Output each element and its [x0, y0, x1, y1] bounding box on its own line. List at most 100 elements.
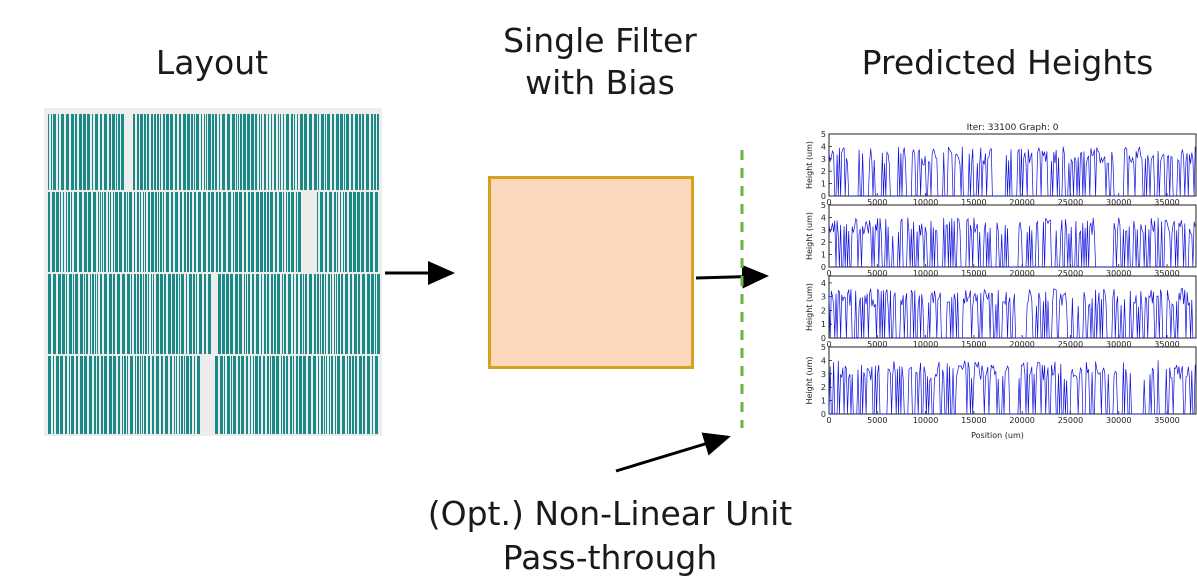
- layout-stripe: [353, 192, 356, 272]
- y-tick-label: 3: [821, 370, 826, 379]
- y-tick-label: 4: [821, 356, 826, 365]
- layout-stripe: [321, 356, 323, 434]
- layout-stripe: [193, 274, 195, 354]
- layout-stripe: [358, 274, 360, 354]
- layout-stripe: [164, 274, 166, 354]
- layout-stripe: [322, 274, 324, 354]
- layout-stripe: [263, 356, 265, 434]
- layout-stripe: [259, 356, 261, 434]
- layout-stripe: [361, 192, 364, 272]
- layout-stripe: [355, 114, 358, 190]
- layout-stripe: [291, 192, 294, 272]
- layout-stripe: [256, 274, 259, 354]
- layout-stripe: [112, 114, 115, 190]
- layout-stripe: [145, 192, 146, 272]
- layout-stripe: [176, 274, 178, 354]
- layout-stripe: [204, 274, 206, 354]
- layout-stripe: [124, 192, 126, 272]
- layout-stripe: [241, 356, 244, 434]
- layout-stripe: [350, 274, 352, 354]
- layout-stripe: [51, 114, 52, 190]
- layout-stripe: [165, 356, 168, 434]
- layout-stripe: [283, 356, 285, 434]
- layout-stripe: [290, 356, 292, 434]
- layout-stripe: [296, 356, 298, 434]
- layout-stripe: [283, 114, 284, 190]
- layout-stripe: [124, 356, 126, 434]
- layout-stripe: [367, 356, 370, 434]
- layout-stripe: [377, 274, 380, 354]
- height-series-line: [828, 360, 1196, 415]
- layout-stripe: [122, 356, 123, 434]
- layout-stripe: [299, 356, 302, 434]
- layout-stripe: [208, 192, 210, 272]
- y-tick-label: 1: [821, 397, 826, 406]
- x-axis-label: Position (um): [971, 431, 1024, 440]
- layout-stripe: [305, 274, 307, 354]
- layout-stripe: [317, 274, 319, 354]
- layout-stripe: [318, 356, 319, 434]
- layout-stripe: [118, 356, 120, 434]
- layout-stripe: [137, 192, 139, 272]
- layout-stripe: [80, 274, 83, 354]
- x-tick-label: 20000: [1009, 340, 1034, 349]
- layout-stripe: [181, 356, 183, 434]
- layout-stripe: [174, 356, 175, 434]
- layout-stripe: [197, 356, 200, 434]
- layout-stripe: [158, 192, 159, 272]
- layout-stripe: [109, 356, 112, 434]
- layout-stripe: [98, 192, 99, 272]
- y-tick-label: 0: [821, 263, 826, 272]
- layout-stripe: [140, 274, 142, 354]
- height-series-line: [828, 146, 1196, 197]
- layout-stripe: [48, 114, 49, 190]
- y-tick-label: 5: [821, 130, 826, 139]
- layout-stripe: [62, 274, 65, 354]
- layout-stripe: [267, 192, 269, 272]
- y-tick-label: 4: [821, 213, 826, 222]
- layout-stripe: [208, 274, 211, 354]
- layout-stripe: [74, 192, 77, 272]
- layout-stripe: [181, 274, 184, 354]
- layout-stripe: [100, 114, 102, 190]
- layout-stripe: [280, 114, 281, 190]
- layout-stripe: [204, 114, 205, 190]
- layout-stripe: [331, 274, 332, 354]
- layout-stripe: [359, 114, 361, 190]
- layout-stripe: [71, 356, 74, 434]
- layout-stripe: [48, 192, 50, 272]
- layout-stripe: [359, 356, 362, 434]
- layout-stripe: [201, 114, 202, 190]
- x-tick-label: 0: [826, 198, 831, 207]
- layout-stripe: [135, 356, 136, 434]
- x-tick-label: 15000: [961, 269, 986, 278]
- layout-stripe: [340, 114, 343, 190]
- layout-stripe: [251, 114, 254, 190]
- layout-stripe: [171, 192, 173, 272]
- layout-stripe: [336, 274, 337, 354]
- x-tick-label: 25000: [1058, 340, 1083, 349]
- x-tick-label: 15000: [961, 340, 986, 349]
- layout-stripe: [104, 274, 107, 354]
- layout-stripe: [142, 356, 143, 434]
- layout-stripe: [152, 356, 154, 434]
- layout-stripe: [90, 274, 91, 354]
- layout-stripe: [362, 114, 364, 190]
- layout-stripe: [160, 114, 161, 190]
- layout-stripe: [329, 356, 330, 434]
- layout-stripe: [176, 356, 177, 434]
- layout-stripe: [271, 114, 272, 190]
- y-tick-label: 2: [821, 383, 826, 392]
- layout-stripe: [179, 274, 180, 354]
- layout-stripe: [288, 274, 291, 354]
- x-tick-label: 25000: [1058, 198, 1083, 207]
- x-tick-label: 20000: [1009, 198, 1034, 207]
- layout-stripe: [336, 114, 339, 190]
- y-tick-label: 0: [821, 334, 826, 343]
- layout-stripe: [60, 192, 61, 272]
- layout-stripe: [53, 274, 56, 354]
- layout-stripe: [148, 274, 149, 354]
- layout-stripe: [264, 114, 266, 190]
- layout-stripe: [92, 274, 94, 354]
- layout-stripe: [148, 192, 150, 272]
